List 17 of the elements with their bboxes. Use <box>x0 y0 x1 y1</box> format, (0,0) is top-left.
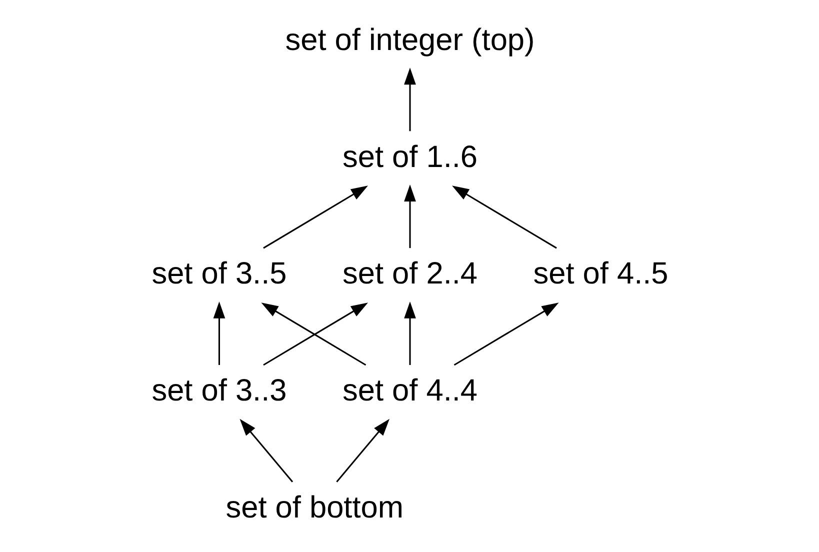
arrow <box>453 302 558 366</box>
arrow <box>262 186 368 249</box>
arrow <box>239 418 293 482</box>
arrow <box>404 301 416 365</box>
node-text: set of 2..4 <box>342 256 478 291</box>
arrow <box>452 186 556 249</box>
node-text: set of 3..5 <box>151 256 286 291</box>
arrow <box>212 301 225 365</box>
arrow <box>404 68 416 132</box>
node-text: set of 1..6 <box>342 138 478 174</box>
node-text: set of integer (top) <box>284 22 534 57</box>
node-text: set of bottom <box>225 490 403 525</box>
node-text: set of 4..5 <box>532 256 668 291</box>
node-text: set of 3..3 <box>151 372 286 408</box>
arrow <box>336 418 389 482</box>
node-text: set of 4..4 <box>342 372 478 408</box>
arrow <box>404 184 416 248</box>
